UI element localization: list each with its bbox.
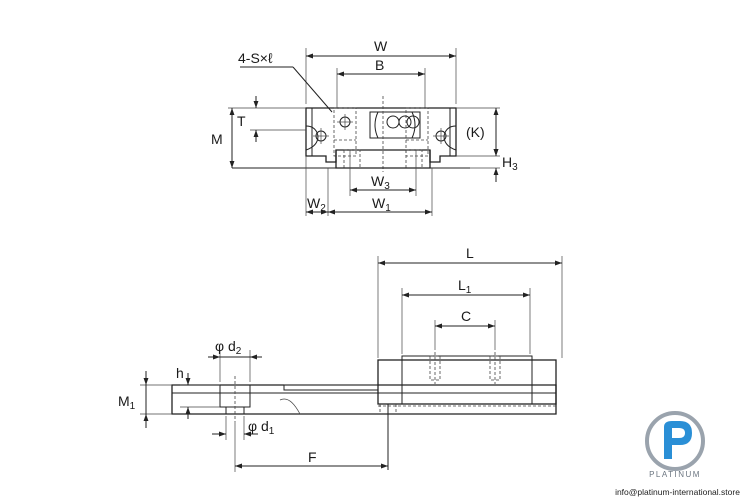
- svg-text:φ d1: φ d1: [248, 418, 275, 437]
- svg-text:W3: W3: [371, 173, 390, 192]
- label-f: F: [308, 449, 317, 465]
- logo-ring: [645, 411, 705, 471]
- svg-text:F: F: [308, 449, 317, 465]
- label-h3: H: [502, 154, 512, 170]
- svg-text:L1: L1: [458, 277, 472, 296]
- label-w3: W: [371, 173, 385, 189]
- label-l: L: [466, 245, 474, 261]
- label-l1: L: [458, 277, 466, 293]
- brand-name: PLATINUM: [649, 470, 701, 479]
- label-k: (K): [466, 124, 485, 140]
- svg-text:M1: M1: [118, 393, 136, 412]
- svg-text:L: L: [466, 245, 474, 261]
- label-b: B: [375, 57, 384, 73]
- label-holes: 4-S×ℓ: [238, 50, 273, 66]
- logo-p-shape: [664, 421, 692, 459]
- label-h3-sub: 3: [512, 162, 518, 173]
- svg-text:T: T: [237, 113, 246, 129]
- svg-text:4-S×ℓ: 4-S×ℓ: [238, 50, 273, 66]
- side-view: L L1 C φ d2 h M1 φ d1 F: [118, 245, 563, 472]
- svg-text:W1: W1: [372, 195, 391, 214]
- label-w1-sub: 1: [385, 203, 391, 214]
- label-d1: φ d: [248, 418, 269, 434]
- block-side: [377, 359, 557, 405]
- label-t: T: [237, 113, 246, 129]
- label-m1: M: [118, 393, 130, 409]
- label-c: C: [461, 308, 471, 324]
- label-h: h: [176, 365, 184, 381]
- svg-text:W: W: [374, 38, 388, 54]
- brand-email-link[interactable]: info@platinum-international.store: [615, 487, 740, 497]
- label-w1: W: [372, 195, 386, 211]
- cross-section-view: 4-S×ℓ W B T M (K) H3 W3 W2 W1: [211, 38, 518, 216]
- block-outline: [305, 107, 457, 163]
- retainer-area: [369, 111, 421, 139]
- svg-text:(K): (K): [466, 124, 485, 140]
- svg-text:C: C: [461, 308, 471, 324]
- svg-text:φ d2: φ d2: [215, 338, 242, 357]
- label-d2-sub: 2: [236, 346, 242, 357]
- svg-text:M: M: [211, 131, 223, 147]
- svg-text:h: h: [176, 365, 184, 381]
- ball-icon: [386, 115, 400, 129]
- svg-text:H3: H3: [502, 154, 518, 173]
- label-m: M: [211, 131, 223, 147]
- label-w: W: [374, 38, 388, 54]
- label-d2: φ d: [215, 338, 236, 354]
- svg-text:W2: W2: [307, 195, 326, 214]
- rail-side: [171, 384, 557, 415]
- label-w3-sub: 3: [384, 181, 390, 192]
- brand-watermark: PLATINUM info@platinum-international.sto…: [600, 405, 750, 500]
- label-l1-sub: 1: [466, 285, 472, 296]
- platinum-logo-icon: [645, 411, 705, 471]
- label-w2-sub: 2: [320, 203, 326, 214]
- label-m1-sub: 1: [130, 401, 136, 412]
- label-w2: W: [307, 195, 321, 211]
- svg-text:B: B: [375, 57, 384, 73]
- label-d1-sub: 1: [269, 426, 275, 437]
